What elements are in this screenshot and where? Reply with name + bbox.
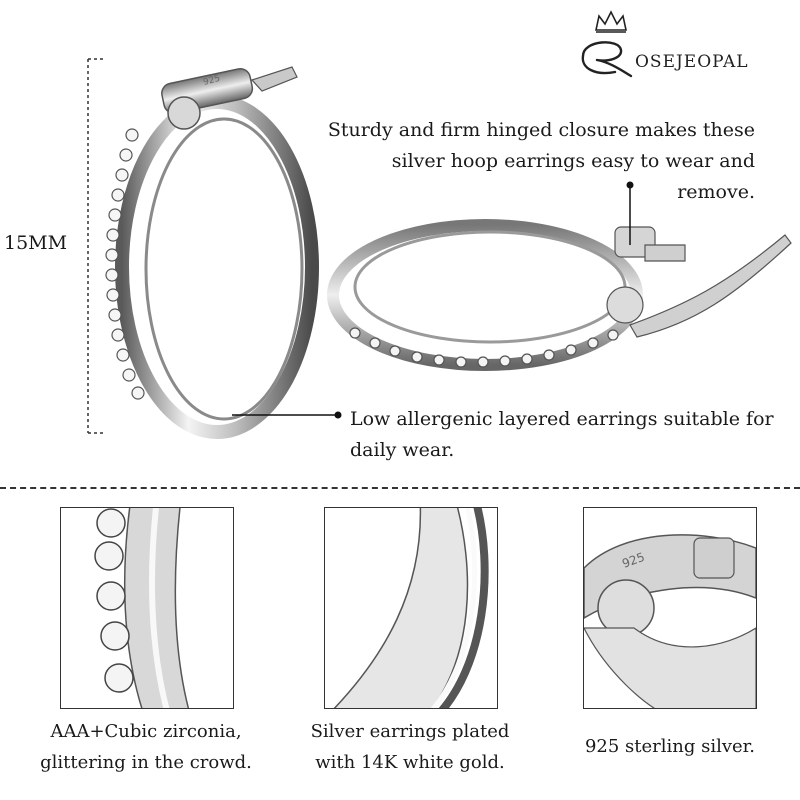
section-divider [0,487,800,489]
detail-panel-plating [324,507,498,709]
allergy-pointer [232,411,342,419]
closure-line-1: Sturdy and firm hinged closure makes the… [327,119,755,141]
dimension-bracket [87,58,104,434]
allergy-line-2: daily wear. [350,439,455,461]
closure-pointer [626,181,634,245]
earring-tilted-image [327,219,792,371]
zirconia-stones [105,128,145,400]
crown-icon [595,10,627,33]
closure-callout: Sturdy and firm hinged closure makes the… [300,115,755,208]
brand-name: OSEJEOPAL [635,52,749,72]
zirconia-caption-line-1: AAA+Cubic zirconia, [50,721,242,742]
zirconia-closeup-image [94,508,190,708]
closure-line-3: remove. [677,181,755,203]
detail-caption-zirconia: AAA+Cubic zirconia, glittering in the cr… [10,716,282,778]
zirconia-stones-tilted [349,327,619,368]
r-monogram-icon [581,41,633,78]
brand-logo: OSEJEOPAL [575,10,780,80]
earring-vertical-image: 925 [105,66,319,439]
sterling-closeup-image: 925 [584,534,756,708]
sterling-caption-line-1: 925 sterling silver. [584,736,756,757]
detail-caption-plating: Silver earrings plated with 14K white go… [290,716,530,778]
closure-line-2: silver hoop earrings easy to wear and [391,150,755,172]
dimension-label: 15MM [4,232,68,254]
detail-caption-sterling: 925 sterling silver. [565,731,775,762]
zirconia-caption-line-2: glittering in the crowd. [40,752,252,773]
allergy-line-1: Low allergenic layered earrings suitable… [350,408,774,430]
plating-caption-line-1: Silver earrings plated [310,721,510,742]
plating-caption-line-2: with 14K white gold. [315,752,505,773]
stamp-925: 925 [202,74,221,88]
detail-panel-sterling: 925 [583,507,757,709]
allergy-callout: Low allergenic layered earrings suitable… [350,404,790,466]
plating-closeup-image [333,508,489,708]
detail-panel-zirconia [60,507,234,709]
